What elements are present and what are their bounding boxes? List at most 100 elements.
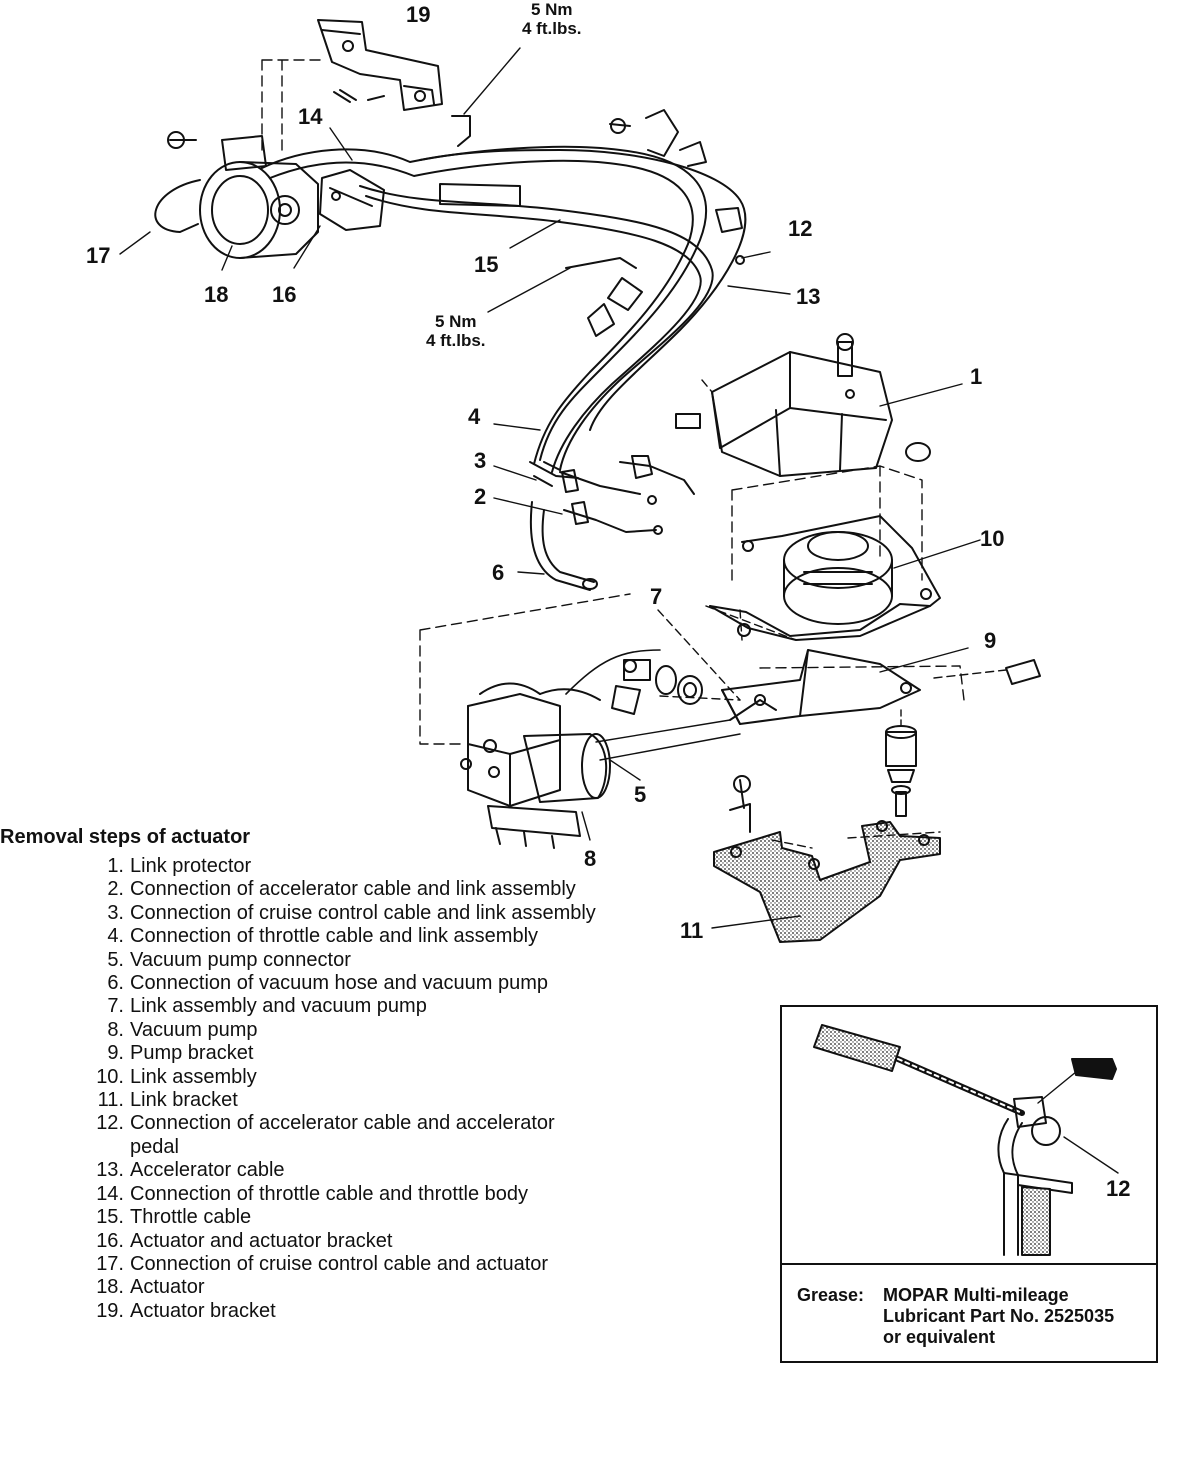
removal-step-text: Link bracket	[130, 1089, 238, 1112]
removal-step-number: 19.	[96, 1299, 124, 1322]
removal-step-text: Connection of throttle cable and link as…	[130, 925, 539, 948]
removal-step-text: Actuator bracket	[130, 1299, 276, 1322]
removal-steps-list: 1. Link protector 2. Connection of accelera…	[0, 855, 600, 1323]
removal-step-number: 11.	[97, 1089, 124, 1112]
removal-step-text: Accelerator cable	[130, 1159, 285, 1182]
removal-step-number: 9.	[107, 1042, 124, 1065]
callout-8: 8	[584, 846, 597, 871]
removal-step-number: 10.	[96, 1065, 124, 1088]
link-bracket-part	[713, 775, 941, 943]
removal-step-text: Connection of cruise control cable and l…	[130, 901, 596, 924]
removal-step: 6. Connection of vacuum hose and vacuum p…	[0, 972, 600, 995]
removal-step-text: Pump bracket	[130, 1042, 254, 1065]
torque-top-value-ftlbs: 4 ft.lbs.	[522, 19, 582, 38]
removal-step-text: Actuator and actuator bracket	[130, 1229, 393, 1252]
torque-mid-value-nm: 5 Nm	[434, 312, 477, 331]
removal-step-number: 12.	[96, 1112, 124, 1135]
removal-step: 19. Actuator bracket	[0, 1300, 600, 1323]
removal-step-text: Connection of cruise control cable and a…	[130, 1252, 549, 1275]
grease-label: Grease:	[797, 1285, 865, 1305]
accelerator-pedal-detail	[782, 1024, 1156, 1265]
pump-bracket-part	[721, 649, 921, 725]
bracket-part-16	[319, 169, 385, 231]
callout-16: 16	[272, 282, 297, 307]
removal-step-number: 17.	[96, 1252, 124, 1275]
removal-step-text: Link assembly and vacuum pump	[130, 995, 427, 1018]
grease-spec: MOPAR Multi-mileage Lubricant Part No. 2…	[883, 1285, 1163, 1348]
callout-17: 17	[86, 243, 111, 268]
removal-step: 13. Accelerator cable	[0, 1159, 600, 1182]
callout-2: 2	[474, 484, 487, 509]
grease-spec-line-2: Lubricant Part No. 2525035	[883, 1306, 1115, 1326]
removal-step: 16. Actuator and actuator bracket	[0, 1230, 600, 1253]
callout-11: 11	[680, 918, 704, 943]
removal-step-number: 7.	[107, 995, 124, 1018]
removal-step: 11. Link bracket	[0, 1089, 600, 1112]
removal-step-text: Vacuum pump	[130, 1018, 258, 1041]
removal-step: 17. Connection of cruise control cable an…	[0, 1253, 600, 1276]
removal-step-text: Connection of accelerator cable and acce…	[130, 1112, 555, 1158]
removal-step: 4. Connection of throttle cable and link …	[0, 925, 600, 948]
removal-step-text: Throttle cable	[130, 1206, 252, 1229]
removal-step-text: Link protector	[130, 855, 252, 877]
removal-step: 14. Connection of throttle cable and thro…	[0, 1183, 600, 1206]
inset-callout-12: 12	[1106, 1176, 1131, 1201]
actuator-bracket-part	[317, 19, 443, 111]
removal-steps-title: Removal steps of actuator	[0, 826, 251, 848]
removal-step-text: Connection of accelerator cable and link…	[130, 878, 576, 901]
removal-step: 15.Throttle cable	[0, 1206, 600, 1229]
removal-step-number: 1.	[107, 855, 124, 877]
callout-6: 6	[492, 560, 505, 585]
callout-10: 10	[980, 526, 1005, 551]
inset-detail-box	[780, 1005, 1158, 1363]
removal-step-number: 6.	[107, 972, 124, 995]
removal-step-number: 14.	[96, 1182, 124, 1205]
callout-13: 13	[796, 284, 821, 309]
callout-12: 12	[788, 216, 813, 241]
actuator-part	[167, 131, 319, 259]
link-assembly-part	[709, 515, 941, 641]
removal-step-number: 8.	[107, 1018, 124, 1041]
removal-step: 9. Pump bracket	[0, 1042, 600, 1065]
removal-step-number: 4.	[107, 925, 124, 948]
grommet-parts	[611, 659, 703, 715]
removal-step: 1. Link protector	[0, 855, 600, 878]
torque-top-value-nm: 5 Nm	[530, 0, 573, 19]
callout-15: 15	[474, 252, 499, 277]
torque-spec-top: 5 Nm 4 ft.lbs.	[522, 0, 582, 38]
grease-spec-line-1: MOPAR Multi-mileage	[883, 1285, 1069, 1305]
callout-4: 4	[468, 404, 481, 429]
removal-step-text: Vacuum pump connector	[130, 948, 351, 971]
removal-step-text: Connection of vacuum hose and vacuum pum…	[130, 972, 549, 995]
callout-14: 14	[298, 104, 323, 129]
removal-step-text: Link assembly	[130, 1065, 257, 1088]
callout-1: 1	[970, 364, 983, 389]
vacuum-pump-part	[460, 682, 611, 849]
removal-step: 3. Connection of cruise control cable and…	[0, 902, 600, 925]
callout-9: 9	[984, 628, 997, 653]
pump-mount-rubbers	[885, 725, 917, 817]
removal-step: 12. Connection of accelerator cable and a…	[0, 1112, 600, 1159]
throttle-cable-bundle	[261, 145, 747, 487]
removal-step: 2. Connection of accelerator cable and li…	[0, 878, 600, 901]
removal-step-text: Connection of throttle cable and throttl…	[130, 1182, 529, 1205]
callout-3: 3	[474, 448, 487, 473]
link-protector-part	[675, 333, 893, 477]
removal-step: 10. Link assembly	[0, 1066, 600, 1089]
removal-step-number: 3.	[107, 901, 124, 924]
callout-18: 18	[204, 282, 229, 307]
cable-ends	[529, 455, 695, 591]
removal-steps: Removal steps of actuator 1. Link protect…	[0, 826, 600, 1323]
cruise-control-cable	[154, 179, 201, 233]
removal-step: 8. Vacuum pump	[0, 1019, 600, 1042]
removal-step-number: 5.	[107, 948, 124, 971]
removal-step-number: 16.	[96, 1229, 124, 1252]
removal-step: 5. Vacuum pump connector	[0, 949, 600, 972]
removal-step-number: 2.	[107, 878, 124, 901]
removal-step-number: 18.	[96, 1276, 124, 1299]
removal-step-number: 13.	[96, 1159, 124, 1182]
grease-spec-line-3: or equivalent	[883, 1327, 996, 1347]
callout-5: 5	[634, 782, 647, 807]
callout-19: 19	[406, 2, 431, 27]
